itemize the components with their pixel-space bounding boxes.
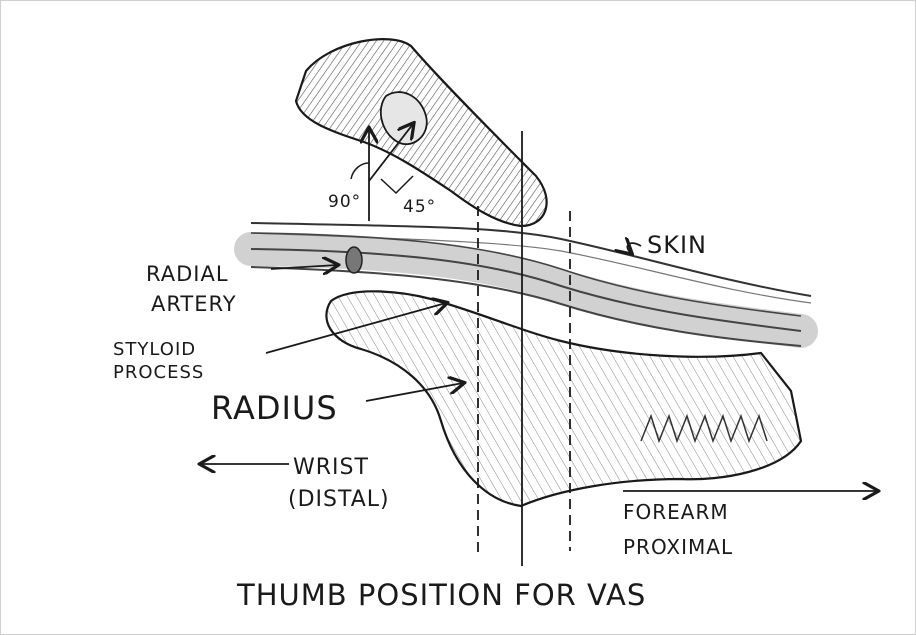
- forearm-label-line1: FOREARM: [623, 500, 729, 524]
- figure-caption: THUMB POSITION FOR VAS: [236, 578, 646, 612]
- angle-45-label: 45°: [403, 197, 436, 217]
- wrist-label-line1: WRIST: [293, 455, 369, 480]
- radius-label: RADIUS: [211, 389, 338, 427]
- forearm-label-line2: PROXIMAL: [623, 535, 733, 559]
- radial-artery-label-line2: ARTERY: [151, 292, 237, 316]
- styloid-label-line2: PROCESS: [113, 362, 204, 383]
- angle-90-label: 90°: [328, 192, 361, 212]
- skin-label: SKIN: [647, 231, 707, 259]
- wrist-label-line2: (DISTAL): [288, 487, 390, 512]
- radial-artery-label-line1: RADIAL: [146, 262, 229, 286]
- styloid-label-line1: STYLOID: [113, 339, 196, 360]
